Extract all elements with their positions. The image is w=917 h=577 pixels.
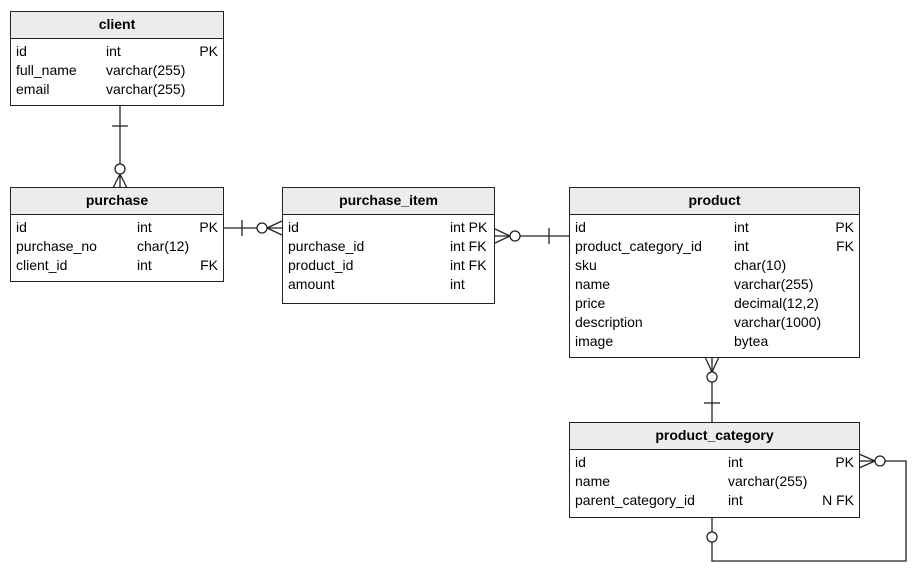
column-row[interactable]: product_id int FK [283, 256, 494, 275]
relationship-product-category-self [706, 453, 907, 562]
column-row[interactable]: purchase_id int FK [283, 237, 494, 256]
column-row[interactable]: id int PK [283, 218, 494, 237]
column-row[interactable]: name varchar(255) [570, 275, 859, 294]
column-type: int PK [450, 219, 488, 235]
column-row[interactable]: purchase_no char(12) [11, 237, 223, 256]
column-row[interactable]: id int PK [570, 453, 859, 472]
column-type: bytea [734, 333, 769, 349]
column-name: name [575, 276, 611, 292]
column-type: decimal(12,2) [734, 295, 819, 311]
column-type: int [137, 219, 152, 235]
column-type: varchar(255) [734, 276, 814, 292]
column-type: int [106, 43, 121, 59]
column-row[interactable]: description varchar(1000) [570, 313, 859, 332]
column-name: id [575, 219, 586, 235]
column-row[interactable]: parent_category_id int N FK [570, 491, 859, 510]
column-key: PK [199, 43, 218, 59]
entity-columns: id int PK name varchar(255) parent_category_i… [570, 450, 859, 510]
entity-client[interactable]: client id int PK full_name varchar(255) email v… [10, 11, 224, 106]
column-name: id [16, 43, 27, 59]
column-type: varchar(255) [106, 81, 186, 97]
column-type: int [734, 219, 749, 235]
entity-purchase[interactable]: purchase id int PK purchase_no char(12) client… [10, 187, 224, 282]
column-name: purchase_no [16, 238, 97, 254]
entity-title: product_category [570, 423, 859, 450]
column-type: varchar(255) [106, 62, 186, 78]
entity-title: purchase_item [283, 188, 494, 215]
column-name: product_category_id [575, 238, 702, 254]
relationship-purchase-purchase-item [224, 220, 283, 236]
column-row[interactable]: id int PK [11, 218, 223, 237]
column-type: varchar(255) [728, 473, 808, 489]
column-type: int [734, 238, 749, 254]
column-name: email [16, 81, 50, 97]
column-type: char(12) [137, 238, 190, 254]
entity-columns: id int PK full_name varchar(255) email varchar… [11, 39, 223, 99]
column-name: description [575, 314, 643, 330]
column-name: amount [288, 276, 335, 292]
column-row[interactable]: id int PK [570, 218, 859, 237]
column-name: parent_category_id [575, 492, 695, 508]
column-key: PK [835, 219, 854, 235]
column-name: id [288, 219, 299, 235]
column-type: char(10) [734, 257, 787, 273]
column-key: FK [836, 238, 854, 254]
column-row[interactable]: client_id int FK [11, 256, 223, 275]
column-key: FK [200, 257, 218, 273]
column-type: int FK [450, 257, 487, 273]
column-name: id [575, 454, 586, 470]
column-row[interactable]: id int PK [11, 42, 223, 61]
entity-title: product [570, 188, 859, 215]
entity-title: purchase [11, 188, 223, 215]
column-name: full_name [16, 62, 77, 78]
column-name: id [16, 219, 27, 235]
column-row[interactable]: image bytea [570, 332, 859, 351]
relationship-client-purchase [112, 106, 128, 189]
column-row[interactable]: price decimal(12,2) [570, 294, 859, 313]
column-name: client_id [16, 257, 68, 273]
column-type: int [728, 492, 743, 508]
column-name: name [575, 473, 611, 489]
column-name: image [575, 333, 614, 349]
column-row[interactable]: product_category_id int FK [570, 237, 859, 256]
column-name: product_id [288, 257, 354, 273]
column-row[interactable]: amount int [283, 275, 494, 294]
column-key: PK [199, 219, 218, 235]
column-name: price [575, 295, 606, 311]
column-row[interactable]: full_name varchar(255) [11, 61, 223, 80]
column-name: purchase_id [288, 238, 365, 254]
column-row[interactable]: email varchar(255) [11, 80, 223, 99]
relationship-purchase-item-product [494, 228, 569, 244]
column-row[interactable]: sku char(10) [570, 256, 859, 275]
column-type: int [450, 276, 465, 292]
column-row[interactable]: name varchar(255) [570, 472, 859, 491]
column-key: N FK [822, 492, 854, 508]
column-type: int [728, 454, 743, 470]
relationship-product-product-category [704, 356, 720, 423]
column-type: varchar(1000) [734, 314, 822, 330]
column-type: int [137, 257, 152, 273]
entity-title: client [11, 12, 223, 39]
column-key: PK [835, 454, 854, 470]
column-name: sku [575, 257, 597, 273]
column-type: int FK [450, 238, 487, 254]
